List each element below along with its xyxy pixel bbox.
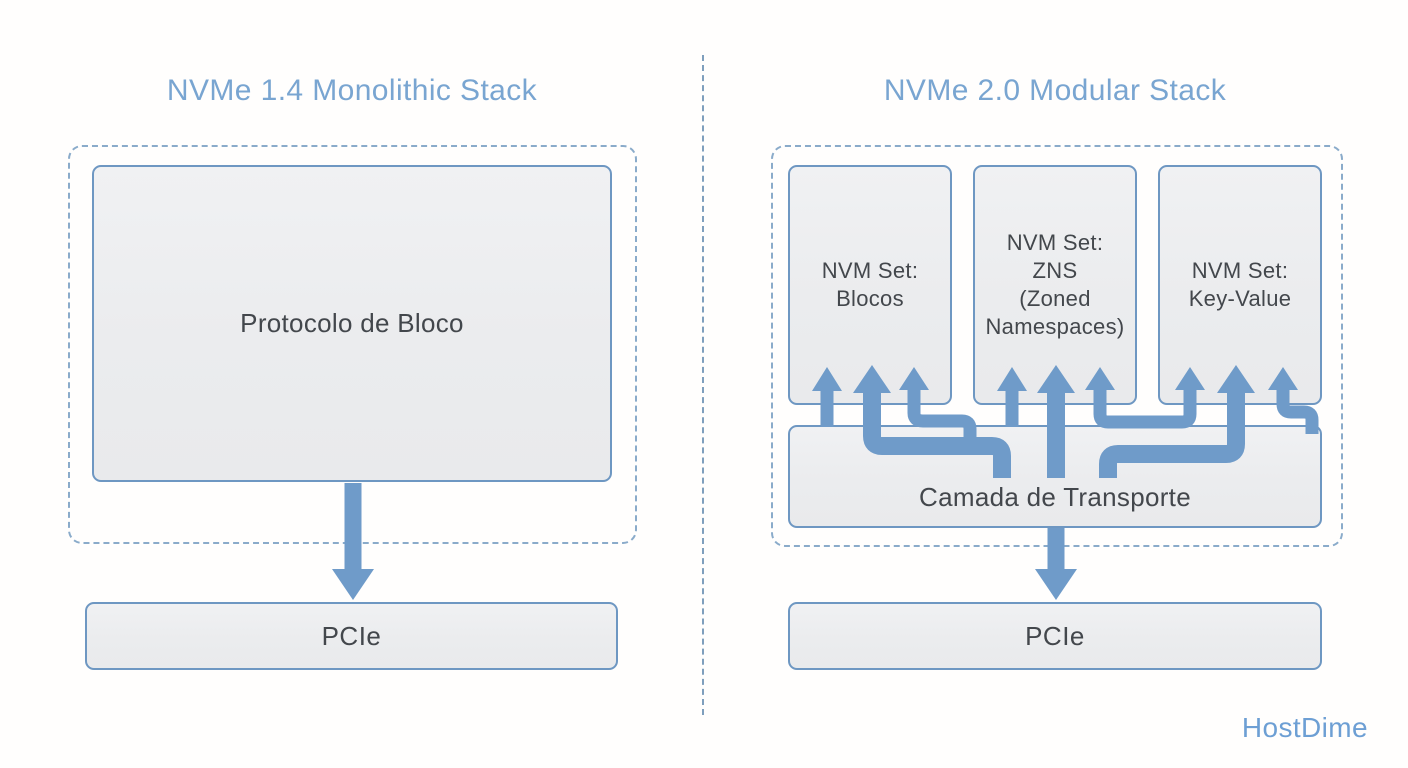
pcie-box-left: PCIe: [85, 602, 618, 670]
nvm-set-keyvalue-box: NVM Set: Key-Value: [1158, 165, 1322, 405]
transport-layer-label: Camada de Transporte: [919, 482, 1191, 512]
left-panel-title: NVMe 1.4 Monolithic Stack: [166, 74, 538, 107]
block-protocol-box: Protocolo de Bloco: [92, 165, 612, 482]
pcie-right-label: PCIe: [1025, 620, 1085, 651]
panel-divider-dashed-line: [702, 55, 704, 715]
pcie-left-label: PCIe: [321, 620, 382, 651]
block-protocol-label: Protocolo de Bloco: [240, 308, 464, 338]
nvm-set-zns-box: NVM Set: ZNS (Zoned Namespaces): [973, 165, 1137, 405]
pcie-box-right: PCIe: [788, 602, 1322, 670]
hostdime-logo: HostDime: [1241, 712, 1368, 743]
nvm-set-zns-label: NVM Set: ZNS (Zoned Namespaces): [985, 230, 1125, 339]
nvm-set-blocos-label: NVM Set: Blocos: [821, 258, 919, 311]
nvm-set-keyvalue-label: NVM Set: Key-Value: [1188, 258, 1292, 311]
nvm-set-blocos-box: NVM Set: Blocos: [788, 165, 952, 405]
right-panel-title: NVMe 2.0 Modular Stack: [883, 74, 1227, 107]
transport-layer-box: Camada de Transporte: [788, 425, 1322, 528]
